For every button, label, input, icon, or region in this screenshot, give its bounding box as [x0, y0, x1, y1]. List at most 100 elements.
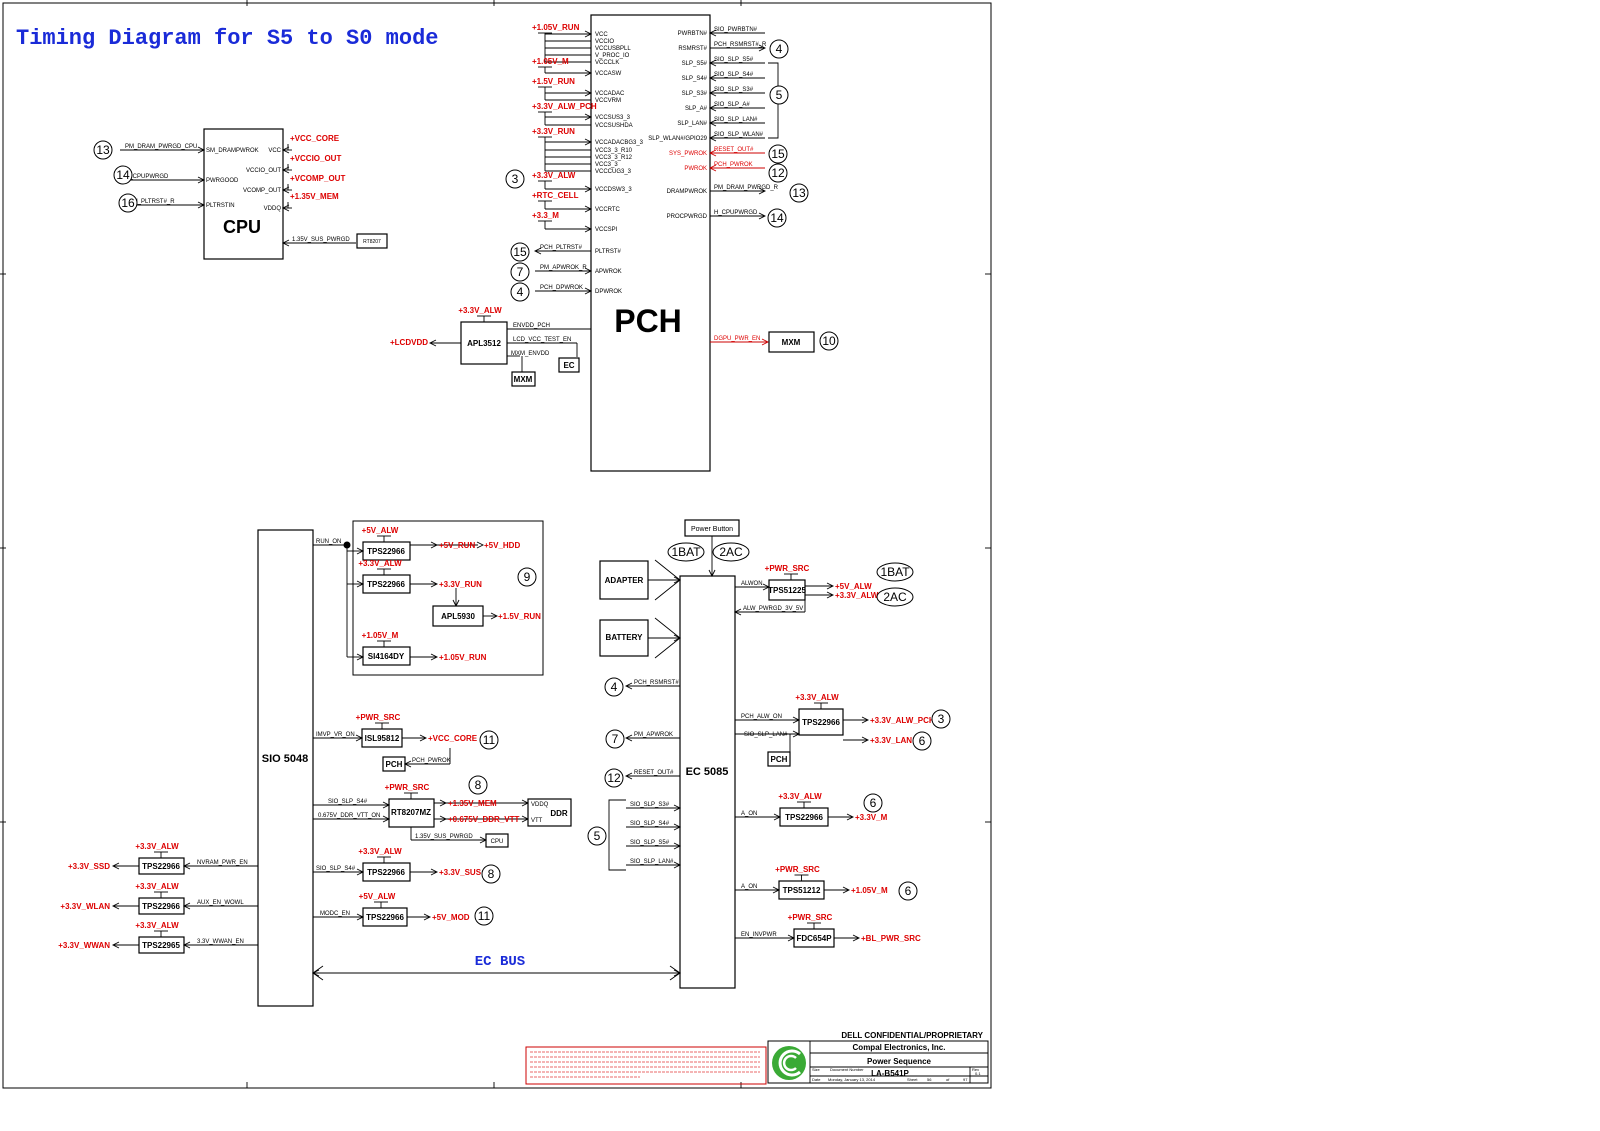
- pch-signal: PM_APWROK_R: [540, 265, 587, 271]
- cpu-input-signal: PM_DRAM_PWRGD_CPU: [125, 144, 197, 150]
- pch-box-label: PCH: [386, 760, 403, 769]
- step-11-marker: [474, 906, 494, 926]
- chip-label: TPS51212: [783, 886, 821, 895]
- step-4-marker: [769, 39, 789, 59]
- sio-left-rail: +3.3V_WLAN: [60, 902, 110, 911]
- arrow-right: [430, 868, 439, 876]
- pch-signal: PCH_PWROK: [714, 162, 753, 168]
- pch-signal: SIO_SLP_LAN#: [714, 117, 758, 123]
- step-number: 15: [513, 245, 527, 259]
- pch-pin: VCCSPI: [595, 227, 618, 233]
- rail-label: +3.3V_ALW: [135, 882, 179, 891]
- arrow-left: [624, 734, 633, 742]
- step-5-marker: [769, 85, 789, 105]
- mxm-box: [768, 331, 815, 353]
- mxm-label: MXM: [782, 338, 801, 347]
- pch-input-rail: +3.3V_ALW_PCH: [532, 102, 597, 111]
- ec-bus-label: EC BUS: [475, 954, 525, 970]
- cpu-block: [203, 128, 284, 260]
- power-button-label: Power Button: [691, 526, 733, 533]
- arrow-left: [281, 146, 290, 154]
- chip-label: TPS22966: [366, 913, 404, 922]
- pch-pin: VCCVRM: [595, 98, 621, 104]
- rail-label: +PWR_SRC: [775, 865, 820, 874]
- pch-pin: VCCCUG3_3: [595, 169, 632, 175]
- pch-pin: PROCPWRGD: [667, 214, 708, 220]
- rail-label: +3.3V_ALW: [358, 847, 402, 856]
- step-number: 9: [524, 570, 531, 584]
- pch-pin: RSMRST#: [678, 46, 707, 52]
- arrow-left: [403, 760, 412, 768]
- step-11-marker: [479, 730, 499, 750]
- ec-slp-signal: SIO_SLP_S5#: [630, 840, 670, 846]
- docnum-label: Document Number: [830, 1067, 864, 1072]
- arrow-right: [584, 185, 593, 193]
- ec-output-rail: +BL_PWR_SRC: [861, 934, 921, 943]
- pch-pin: SLP_S3#: [682, 91, 708, 97]
- arrow-right: [584, 113, 593, 121]
- arrow-right: [758, 44, 767, 52]
- step-8-marker: [468, 775, 488, 795]
- ddr-sus-signal: 1.35V_SUS_PWRGD: [415, 834, 473, 840]
- page-title: Timing Diagram for S5 to S0 mode: [16, 26, 438, 51]
- arrow-right: [419, 734, 428, 742]
- step-number: 6: [870, 796, 877, 810]
- compal-logo-icon: [772, 1046, 806, 1080]
- cpu-pin: PLTRSTIN: [206, 203, 235, 209]
- ec-slp-signal: SIO_SLP_LAN#: [630, 859, 674, 865]
- pch-pin: APWROK: [595, 269, 622, 275]
- pch-pin: VCC3_3_R10: [595, 148, 633, 154]
- arrow-right: [430, 580, 439, 588]
- chip-label: TPS22966: [785, 813, 823, 822]
- arrow-left: [533, 247, 542, 255]
- arrow-left: [111, 941, 120, 949]
- pch-pin: VCC: [595, 32, 608, 38]
- arrow-right: [773, 813, 782, 821]
- date-value: Monday, January 13, 2014: [828, 1077, 876, 1082]
- rt8207mz-block: [388, 798, 435, 828]
- doc-number-label: LA-B541P: [871, 1069, 909, 1078]
- chip-label: TPS22966: [367, 547, 405, 556]
- arrow-right: [584, 225, 593, 233]
- arrow-left: [182, 902, 191, 910]
- arrow-left: [708, 74, 717, 82]
- ec-output-rail: +3.3V_M: [855, 813, 888, 822]
- chip-label: APL5930: [441, 612, 475, 621]
- arrow-right: [584, 267, 593, 275]
- arrow-right: [792, 716, 801, 724]
- arrow-left: [111, 862, 120, 870]
- pch-pin: DPWROK: [595, 289, 622, 295]
- rail-label: +PWR_SRC: [765, 564, 810, 573]
- compal-logo-icon: [778, 1049, 801, 1077]
- cpu-pin: VDDQ: [264, 206, 282, 212]
- pch-pin: VCCIO: [595, 39, 614, 45]
- pch-pin: VCC3_3_R12: [595, 155, 633, 161]
- pch-pin: SLP_S4#: [682, 76, 708, 82]
- badge-label: 1BAT: [671, 545, 701, 559]
- pch-pin: PLTRST#: [595, 249, 622, 255]
- step-marker: [898, 881, 918, 901]
- ec-switch-block: [798, 708, 844, 736]
- arrow-right: [476, 541, 485, 549]
- arrow-left: [281, 239, 290, 247]
- pch-input-rail: +1.05V_RUN: [532, 23, 580, 32]
- arrow-right: [356, 547, 365, 555]
- pch-pin: DRAMPWROK: [667, 189, 707, 195]
- ec-slp-signal: SIO_SLP_S4#: [630, 821, 670, 827]
- pch-signal: PCH_DPWROK: [540, 285, 583, 291]
- arrow-left: [624, 772, 633, 780]
- bus-arrow-left: [312, 965, 324, 981]
- arrow-right: [584, 205, 593, 213]
- pch-pin: V_PROC_IO: [595, 53, 630, 59]
- arrow-right: [584, 69, 593, 77]
- arrow-left: [624, 682, 633, 690]
- sheet-label: Sheet: [907, 1077, 918, 1082]
- si4164dy-block: [362, 646, 411, 666]
- cpu-rail: +VCOMP_OUT: [290, 174, 345, 183]
- adapter-box: [599, 560, 649, 600]
- pch-pin: VCCADACBG3_3: [595, 140, 644, 146]
- pch-input-rail: +3.3V_RUN: [532, 127, 575, 136]
- step-number: 5: [776, 88, 783, 102]
- pch-input-rail: +1.5V_RUN: [532, 77, 575, 86]
- ec-label: EC 5085: [686, 766, 729, 778]
